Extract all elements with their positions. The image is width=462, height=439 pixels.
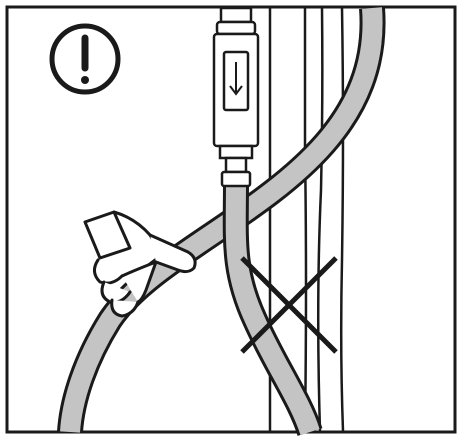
connector-hose-sleeve [220,170,252,188]
connector-top-cap [219,6,253,24]
long-hose [57,7,386,434]
arrow-down-icon [229,62,243,96]
connector-top-nut [215,20,257,36]
connector-lower-collar [218,144,254,160]
connector-neck [224,156,248,174]
connector-hose [222,181,323,437]
cross-x-icon [240,256,338,354]
pointing-hand-icon [83,210,197,318]
exclamation-circle-icon [49,23,121,95]
hose-connector [212,6,260,188]
